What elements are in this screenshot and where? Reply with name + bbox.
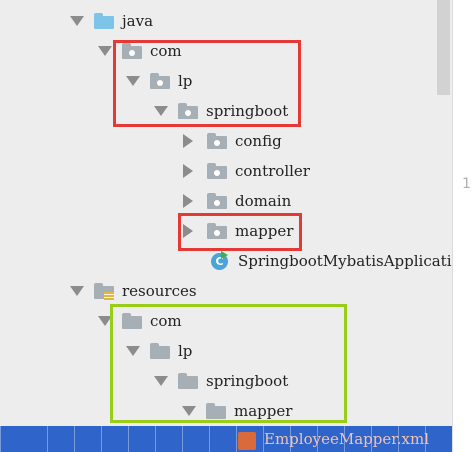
source-folder-icon: [94, 13, 114, 29]
tree-node-label: domain: [235, 192, 292, 210]
triangle-down-icon[interactable]: [98, 316, 112, 326]
tree-node-com[interactable]: com: [98, 36, 182, 66]
tree-node-springboot[interactable]: springboot: [154, 96, 288, 126]
highlight-box-resources-path: [110, 304, 347, 423]
tree-node-label: com: [150, 312, 182, 330]
spring-boot-class-icon: C: [210, 251, 230, 271]
triangle-right-icon[interactable]: [183, 164, 193, 178]
triangle-down-icon[interactable]: [154, 376, 168, 386]
highlight-box-java-mapper: [178, 213, 302, 251]
package-icon: [207, 133, 227, 149]
tree-node-lp[interactable]: lp: [126, 66, 192, 96]
tree-node-label: lp: [178, 72, 193, 90]
tree-node-label: resources: [122, 282, 197, 300]
highlight-box-java-package: [113, 40, 301, 127]
triangle-down-icon[interactable]: [154, 106, 168, 116]
tree-node-domain[interactable]: domain: [180, 186, 291, 216]
folder-icon: [178, 373, 198, 389]
project-tree: java com lp springboot config controller…: [0, 6, 470, 452]
folder-icon: [150, 343, 170, 359]
tree-node-springboot-mybatis-application[interactable]: C SpringbootMybatisApplication: [210, 246, 470, 276]
line-number: 1: [462, 176, 471, 192]
package-icon: [150, 73, 170, 89]
triangle-down-icon[interactable]: [126, 346, 140, 356]
package-icon: [122, 43, 142, 59]
tree-node-label: java: [122, 12, 154, 30]
tree-node-resources-springboot[interactable]: springboot: [154, 366, 288, 396]
package-icon: [207, 193, 227, 209]
tree-node-resources[interactable]: resources: [70, 276, 197, 306]
tree-node-resources-com[interactable]: com: [98, 306, 182, 336]
tree-node-java[interactable]: java: [70, 6, 153, 36]
tree-node-config[interactable]: config: [180, 126, 282, 156]
tree-node-label: lp: [178, 342, 193, 360]
tree-node-label: mapper: [234, 402, 293, 420]
triangle-right-icon[interactable]: [183, 134, 193, 148]
triangle-down-icon[interactable]: [126, 76, 140, 86]
tree-node-label: mapper: [235, 222, 294, 240]
triangle-down-icon[interactable]: [182, 406, 196, 416]
tree-node-label: SpringbootMybatisApplication: [238, 252, 471, 270]
resources-folder-icon: [94, 283, 114, 300]
folder-icon: [122, 313, 142, 329]
editor-gutter: [452, 0, 472, 452]
tree-node-label: controller: [235, 162, 310, 180]
vertical-scrollbar[interactable]: [437, 0, 450, 95]
package-icon: [178, 103, 198, 119]
tree-node-employee-mapper-xml[interactable]: EmployeeMapper.xml: [264, 430, 429, 448]
package-icon: [207, 163, 227, 179]
tree-node-resources-lp[interactable]: lp: [126, 336, 192, 366]
package-icon: [207, 223, 227, 239]
selected-row[interactable]: [0, 426, 452, 452]
tree-node-label: springboot: [206, 102, 289, 120]
tree-node-label: springboot: [206, 372, 289, 390]
folder-icon: [206, 403, 226, 419]
tree-node-mapper[interactable]: mapper: [180, 216, 293, 246]
tree-node-label: com: [150, 42, 182, 60]
triangle-down-icon[interactable]: [70, 286, 84, 296]
triangle-right-icon[interactable]: [183, 224, 193, 238]
triangle-down-icon[interactable]: [98, 46, 112, 56]
triangle-right-icon[interactable]: [183, 194, 193, 208]
tree-node-controller[interactable]: controller: [180, 156, 310, 186]
xml-file-icon: [238, 432, 256, 450]
tree-node-label: config: [235, 132, 282, 150]
triangle-down-icon[interactable]: [70, 16, 84, 26]
tree-node-resources-mapper[interactable]: mapper: [182, 396, 292, 426]
